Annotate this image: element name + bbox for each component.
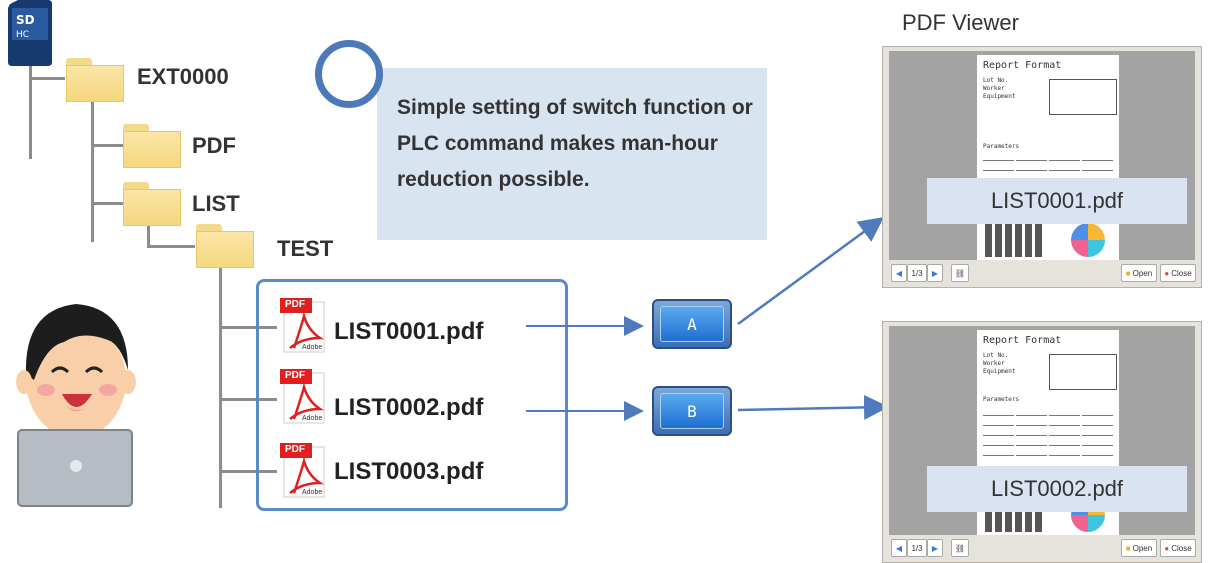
adobe-label: Adobe xyxy=(302,415,323,422)
pie-graphic xyxy=(1071,223,1105,257)
sd-card-icon: SD HC xyxy=(8,0,52,66)
callout-text: Simple setting of switch function or PLC… xyxy=(397,96,753,191)
tree-line xyxy=(219,470,277,473)
tree-line xyxy=(91,144,123,147)
open-button[interactable]: ■Open xyxy=(1121,539,1157,557)
worker-label: Worker xyxy=(983,360,1005,367)
viewer-file-name: LIST0001.pdf xyxy=(927,178,1187,224)
tree-line xyxy=(147,226,150,248)
pdf-page: Report Format Lot No. Worker Equipment P… xyxy=(977,55,1119,260)
switch-a-label: A xyxy=(660,306,724,342)
folder-label-ext0000: EXT0000 xyxy=(137,64,229,89)
pdf-file-icon: PDF Adobe xyxy=(280,443,326,499)
file-label-list0002: LIST0002.pdf xyxy=(334,394,484,421)
tree-line xyxy=(91,102,94,242)
worker-label: Worker xyxy=(983,85,1005,92)
parameter-grid xyxy=(977,406,1119,456)
pdf-badge-label: PDF xyxy=(285,444,305,455)
info-table xyxy=(1049,354,1117,390)
folder-icon xyxy=(123,182,181,226)
page-indicator: 1/3 xyxy=(907,264,927,282)
next-page-button[interactable]: ▶ xyxy=(927,539,943,557)
tree-line xyxy=(91,202,123,205)
tree-line xyxy=(29,77,65,80)
parameters-label: Parameters xyxy=(983,396,1020,403)
tree-line xyxy=(147,245,195,248)
link-icon[interactable]: ⛓ xyxy=(951,264,969,282)
switch-b-label: B xyxy=(660,393,724,429)
close-button[interactable]: ●Close xyxy=(1160,539,1196,557)
close-label: Close xyxy=(1171,268,1192,278)
tree-line xyxy=(219,398,277,401)
folder-open-icon: ■ xyxy=(1125,543,1131,553)
report-title: Report Format xyxy=(983,60,1062,71)
arrow-switch-a-to-viewer-1 xyxy=(737,217,885,326)
parameter-grid xyxy=(977,151,1119,181)
next-page-button[interactable]: ▶ xyxy=(927,264,943,282)
viewer-screen: Report Format Lot No. Worker Equipment P… xyxy=(889,326,1195,535)
folder-label-list: LIST xyxy=(192,191,240,216)
pdf-badge-label: PDF xyxy=(285,370,305,381)
pdf-viewer-title: PDF Viewer xyxy=(902,10,1019,35)
page-indicator: 1/3 xyxy=(907,539,927,557)
lot-label: Lot No. xyxy=(983,77,1009,84)
lot-label: Lot No. xyxy=(983,352,1009,359)
switch-b-button[interactable]: B xyxy=(652,386,732,436)
pdf-file-icon: PDF Adobe xyxy=(280,298,326,354)
close-icon: ● xyxy=(1164,268,1170,278)
viewer-file-name: LIST0002.pdf xyxy=(927,466,1187,512)
adobe-label: Adobe xyxy=(302,344,323,351)
equipment-label: Equipment xyxy=(983,93,1016,100)
file-label-list0001: LIST0001.pdf xyxy=(334,318,484,345)
tree-line xyxy=(219,326,277,329)
viewer-toolbar: ◀ 1/3 ▶ ⛓ ■Open ●Close xyxy=(883,260,1201,287)
folder-icon xyxy=(66,58,124,102)
switch-a-button[interactable]: A xyxy=(652,299,732,349)
bar-graphic xyxy=(985,223,1045,257)
pdf-viewer-window: Report Format Lot No. Worker Equipment P… xyxy=(882,46,1202,288)
close-icon: ● xyxy=(1164,543,1170,553)
pdf-viewer-window: Report Format Lot No. Worker Equipment P… xyxy=(882,321,1202,563)
report-title: Report Format xyxy=(983,335,1062,346)
tree-line xyxy=(29,66,32,159)
arrow-switch-b-to-viewer-2 xyxy=(737,394,889,420)
prev-page-button[interactable]: ◀ xyxy=(891,264,907,282)
selected-files-box xyxy=(256,279,568,511)
folder-icon xyxy=(196,224,254,268)
folder-label-test: TEST xyxy=(277,236,334,261)
folder-open-icon: ■ xyxy=(1125,268,1131,278)
parameters-label: Parameters xyxy=(983,143,1020,150)
callout-box: Simple setting of switch function or PLC… xyxy=(377,68,767,240)
svg-text:SD: SD xyxy=(16,13,35,27)
open-label: Open xyxy=(1132,268,1153,278)
file-label-list0003: LIST0003.pdf xyxy=(334,458,484,485)
svg-text:HC: HC xyxy=(16,30,29,40)
close-button[interactable]: ●Close xyxy=(1160,264,1196,282)
link-icon[interactable]: ⛓ xyxy=(951,539,969,557)
info-table xyxy=(1049,79,1117,115)
folder-icon xyxy=(123,124,181,168)
folder-label-pdf: PDF xyxy=(192,133,236,158)
prev-page-button[interactable]: ◀ xyxy=(891,539,907,557)
circle-mark-icon xyxy=(315,40,383,108)
person-with-laptop-icon xyxy=(12,290,142,510)
adobe-label: Adobe xyxy=(302,489,323,496)
close-label: Close xyxy=(1171,543,1192,553)
pdf-file-icon: PDF Adobe xyxy=(280,369,326,425)
tree-line xyxy=(219,268,222,508)
open-label: Open xyxy=(1132,543,1153,553)
viewer-screen: Report Format Lot No. Worker Equipment P… xyxy=(889,51,1195,260)
viewer-toolbar: ◀ 1/3 ▶ ⛓ ■Open ●Close xyxy=(883,535,1201,562)
pdf-badge-label: PDF xyxy=(285,299,305,310)
equipment-label: Equipment xyxy=(983,368,1016,375)
open-button[interactable]: ■Open xyxy=(1121,264,1157,282)
